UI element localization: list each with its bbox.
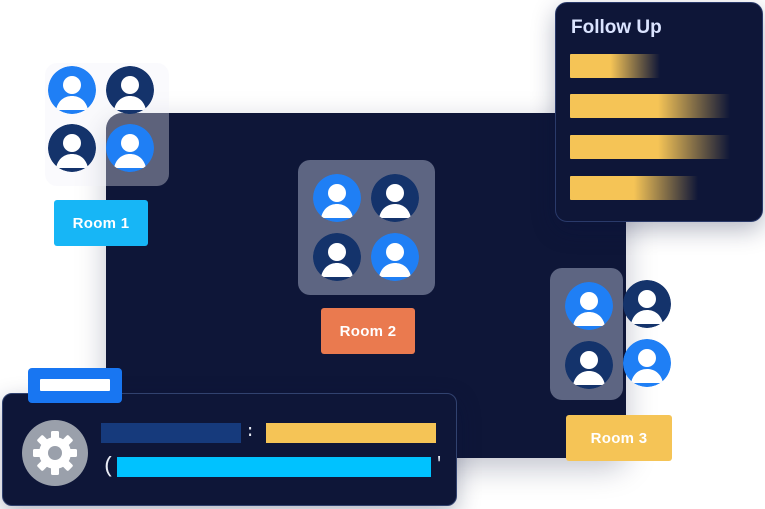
person-icon bbox=[623, 339, 671, 387]
person-icon bbox=[371, 174, 419, 222]
follow-up-bar bbox=[570, 94, 730, 118]
code-value-bar bbox=[266, 423, 436, 443]
follow-up-card: Follow Up bbox=[555, 2, 763, 222]
person-icon bbox=[48, 66, 96, 114]
follow-up-title: Follow Up bbox=[571, 17, 662, 38]
follow-up-bar bbox=[570, 176, 698, 200]
person-icon bbox=[48, 124, 96, 172]
person-icon bbox=[371, 233, 419, 281]
code-open-paren: ( bbox=[102, 454, 116, 479]
room-2-button[interactable]: Room 2 bbox=[321, 308, 415, 354]
person-icon bbox=[565, 341, 613, 389]
person-icon bbox=[106, 66, 154, 114]
gear-icon[interactable] bbox=[22, 420, 88, 486]
follow-up-bar bbox=[570, 54, 660, 78]
code-tick: ' bbox=[434, 455, 445, 474]
person-icon bbox=[313, 233, 361, 281]
person-icon bbox=[565, 282, 613, 330]
person-icon bbox=[313, 174, 361, 222]
code-key-bar bbox=[101, 423, 241, 443]
follow-up-bar bbox=[570, 135, 730, 159]
code-tab-label-bar bbox=[40, 379, 110, 391]
room-2-avatar-group bbox=[298, 160, 435, 295]
room-1-button[interactable]: Room 1 bbox=[54, 200, 148, 246]
room-3-button[interactable]: Room 3 bbox=[566, 415, 672, 461]
person-icon bbox=[623, 280, 671, 328]
person-icon bbox=[106, 124, 154, 172]
code-arg-bar bbox=[117, 457, 431, 477]
